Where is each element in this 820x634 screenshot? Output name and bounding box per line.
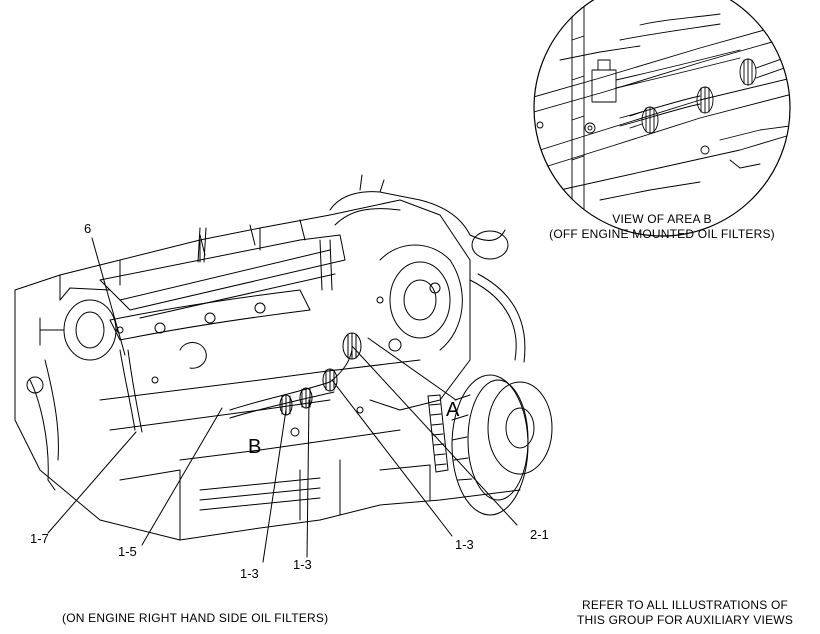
inset-oil-filter-2 [696, 86, 714, 114]
leader-area-a [367, 337, 457, 401]
callout-1-3-right: 1-3 [455, 537, 474, 552]
callout-6: 6 [84, 221, 92, 236]
leader-1-7 [47, 431, 137, 534]
inset-oil-filter-1 [629, 106, 659, 134]
drive-belt [427, 394, 449, 473]
leader-6 [91, 237, 126, 356]
engine-main-view [14, 174, 553, 541]
bottom-left-caption: (ON ENGINE RIGHT HAND SIDE OIL FILTERS) [62, 611, 329, 625]
area-label-b: B [248, 436, 262, 458]
area-label-a: A [446, 399, 460, 421]
callout-2-1: 2-1 [530, 527, 549, 542]
callout-1-5: 1-5 [118, 544, 137, 559]
inset-caption-subtitle: (OFF ENGINE MOUNTED OIL FILTERS) [549, 227, 775, 241]
auxiliary-note-line1: REFER TO ALL ILLUSTRATIONS OF [581, 598, 789, 612]
callout-1-3-left: 1-3 [240, 566, 259, 581]
inset-oil-filter-3 [739, 55, 790, 86]
turbocharger [39, 287, 207, 369]
callout-1-7: 1-7 [30, 531, 49, 546]
inset-view-area-b [533, 0, 791, 237]
auxiliary-note-line2: THIS GROUP FOR AUXILIARY VIEWS [576, 613, 794, 627]
leader-2-1 [351, 345, 518, 526]
leader-lines [47, 237, 518, 563]
oil-filter-3 [322, 368, 338, 392]
callout-1-3-mid: 1-3 [293, 557, 312, 572]
leader-1-3-right [331, 379, 453, 537]
vibration-damper [451, 374, 553, 516]
leader-1-3-mid [306, 399, 310, 558]
inset-caption-title: VIEW OF AREA B [612, 212, 712, 226]
leader-1-5 [141, 407, 223, 546]
leader-1-3-left [262, 409, 287, 563]
